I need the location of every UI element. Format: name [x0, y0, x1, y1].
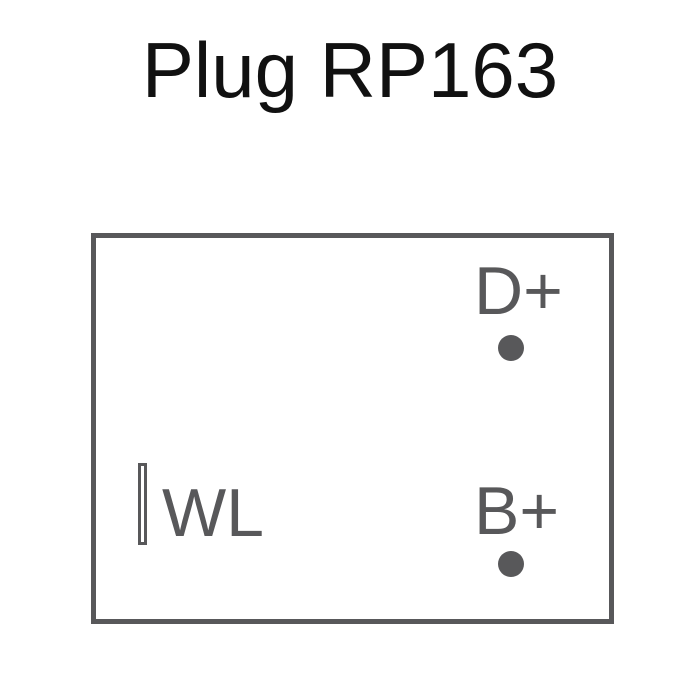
- pin-label-wl: WL: [162, 475, 264, 551]
- plug-housing-outline: [91, 233, 614, 624]
- pin-label-b-plus: B+: [474, 473, 560, 549]
- pin-label-d-plus: D+: [474, 253, 563, 329]
- pin-b-plus-dot: [498, 551, 524, 577]
- pin-wl-blade: [138, 463, 147, 545]
- diagram-title: Plug RP163: [141, 26, 559, 114]
- pin-d-plus-dot: [498, 335, 524, 361]
